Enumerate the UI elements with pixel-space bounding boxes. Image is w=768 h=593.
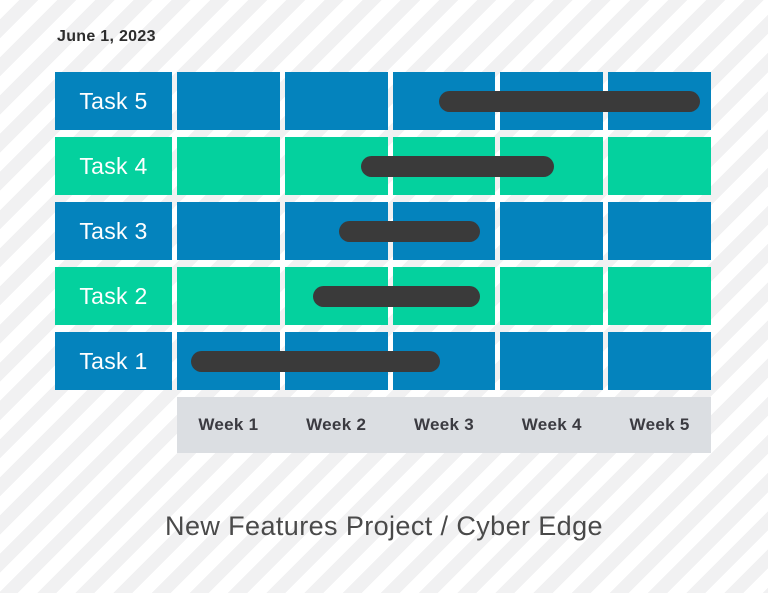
- week-axis: Week 1 Week 2 Week 3 Week 4 Week 5: [177, 397, 711, 453]
- week-tick-label: Week 5: [629, 415, 690, 434]
- gantt-cell: [500, 267, 604, 325]
- week-tick-label: Week 1: [198, 415, 259, 434]
- chart-title: New Features Project / Cyber Edge: [165, 511, 603, 541]
- task-bar: [312, 285, 481, 307]
- gantt-cell: [608, 267, 711, 325]
- task-label: Task 3: [55, 202, 172, 260]
- gantt-cell: [177, 202, 280, 260]
- task-label: Task 2: [55, 267, 172, 325]
- date-label: June 1, 2023: [57, 28, 156, 45]
- gantt-cell: [608, 137, 711, 195]
- gantt-row: Task 3: [55, 202, 711, 260]
- week-tick-label: Week 3: [413, 415, 475, 434]
- weeks-area: [177, 137, 711, 195]
- task-bar: [360, 155, 554, 177]
- gantt-row: Task 5: [55, 72, 711, 130]
- task-label: Task 4: [55, 137, 172, 195]
- gantt-row: Task 4: [55, 137, 711, 195]
- task-label: Task 5: [55, 72, 172, 130]
- weeks-area: [177, 332, 711, 390]
- gantt-cell: [177, 267, 280, 325]
- gantt-cell: [177, 137, 280, 195]
- gantt-rows: Task 5 Task 4 Task 3 Task 2 Task 1: [55, 72, 711, 390]
- gantt-cell: [284, 72, 388, 130]
- gantt-cell: [500, 202, 604, 260]
- task-bar: [339, 220, 481, 242]
- weeks-area: [177, 267, 711, 325]
- gantt-cell: [500, 332, 604, 390]
- week-tick-label: Week 2: [306, 415, 367, 434]
- gantt-cell: [608, 332, 711, 390]
- weeks-area: [177, 72, 711, 130]
- week-tick-label: Week 4: [521, 415, 582, 434]
- task-bar: [190, 350, 440, 372]
- task-label: Task 1: [55, 332, 172, 390]
- gantt-cell: [608, 202, 711, 260]
- weeks-area: [177, 202, 711, 260]
- gantt-cell: [177, 72, 280, 130]
- task-bar: [438, 90, 701, 112]
- gantt-row: Task 1: [55, 332, 711, 390]
- gantt-row: Task 2: [55, 267, 711, 325]
